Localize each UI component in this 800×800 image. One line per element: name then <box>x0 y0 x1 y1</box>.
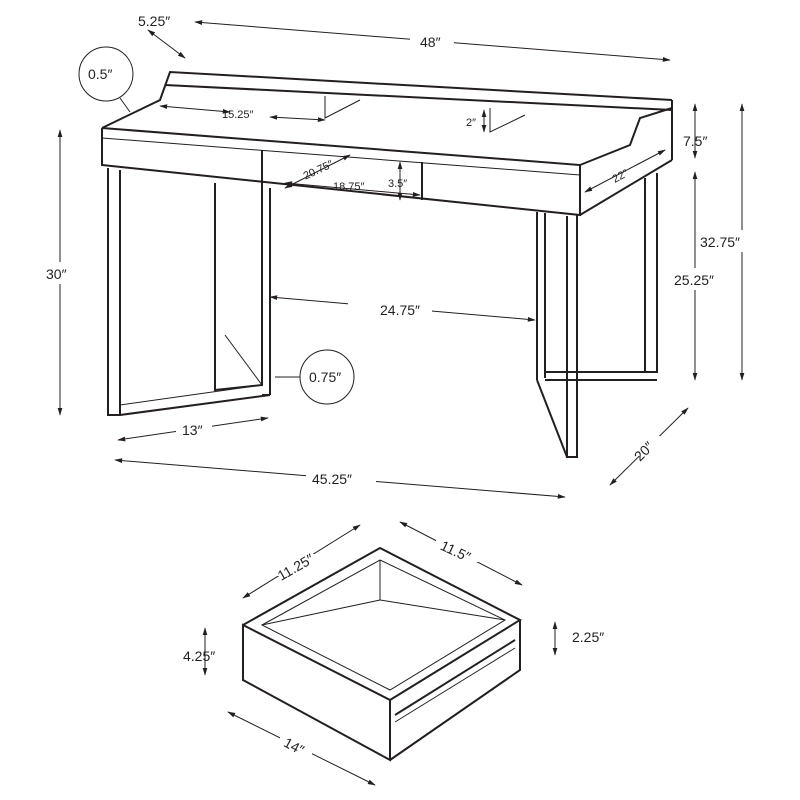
label-desk-height: 30″ <box>46 266 67 282</box>
label-drawer-opening-width: 18.75″ <box>333 181 365 193</box>
label-leg-depth: 13″ <box>182 422 203 438</box>
label-shelf-depth: 5.25″ <box>138 13 170 29</box>
label-riser-height: 7.5″ <box>683 133 707 149</box>
label-top-thickness: 0.5″ <box>88 66 112 82</box>
desk-outline <box>101 70 673 458</box>
dimension-lines <box>57 20 745 786</box>
label-front-height: 4.25″ <box>183 648 215 664</box>
label-inner-height: 2.25″ <box>572 629 604 645</box>
drawer-labels: 11.25″ 11.5″ 4.25″ 2.25″ 14″ <box>183 537 604 758</box>
label-leg-clearance: 25.25″ <box>674 272 714 288</box>
label-leg-thickness: 0.75″ <box>309 369 341 385</box>
callout-circle-top <box>78 46 134 102</box>
label-drawer-opening-height: 3.5″ <box>388 178 407 190</box>
label-drawer-opening-depth: 20.75″ <box>302 158 336 182</box>
callout-circle-leg <box>299 349 355 405</box>
label-shelf-height: 2″ <box>466 117 476 129</box>
label-shelf-span: 15.25″ <box>222 109 254 121</box>
label-width: 48″ <box>420 34 441 50</box>
label-total-height: 32.75″ <box>700 234 740 250</box>
label-leg-span: 45.25″ <box>312 471 352 487</box>
label-between-legs: 24.75″ <box>380 302 420 318</box>
